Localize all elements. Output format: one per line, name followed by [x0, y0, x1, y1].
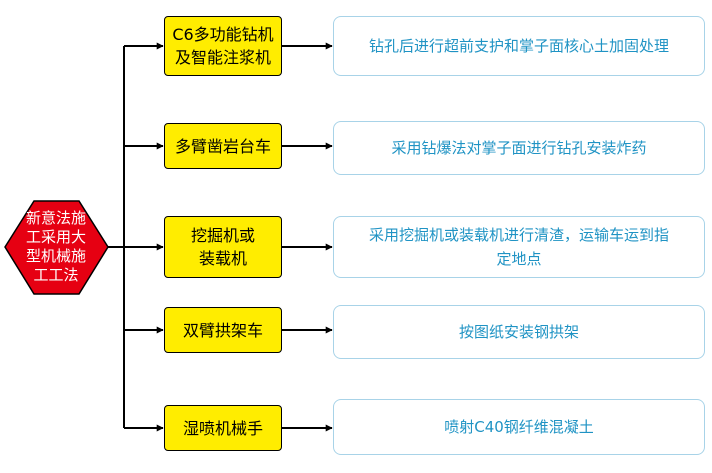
machine-node-rock-drill-jumbo: 多臂凿岩台车: [164, 123, 282, 169]
description-box-2: 采用钻爆法对掌子面进行钻孔安装炸药: [333, 121, 705, 175]
root-label: 新意法施 工采用大 型机械施 工工法: [25, 209, 86, 284]
description-box-5: 喷射C40钢纤维混凝土: [333, 399, 705, 455]
machine-node-shotcrete-manipulator: 湿喷机械手: [164, 405, 282, 451]
machine-node-arch-installer: 双臂拱架车: [164, 307, 282, 353]
description-box-3: 采用挖掘机或装载机进行清渣，运输车运到指 定地点: [333, 216, 705, 278]
machine-node-drill-grout: C6多功能钻机 及智能注浆机: [164, 16, 282, 76]
description-box-1: 钻孔后进行超前支护和掌子面核心土加固处理: [333, 16, 705, 76]
description-box-4: 按图纸安装钢拱架: [333, 305, 705, 359]
machine-node-excavator-loader: 挖掘机或 装载机: [164, 216, 282, 278]
